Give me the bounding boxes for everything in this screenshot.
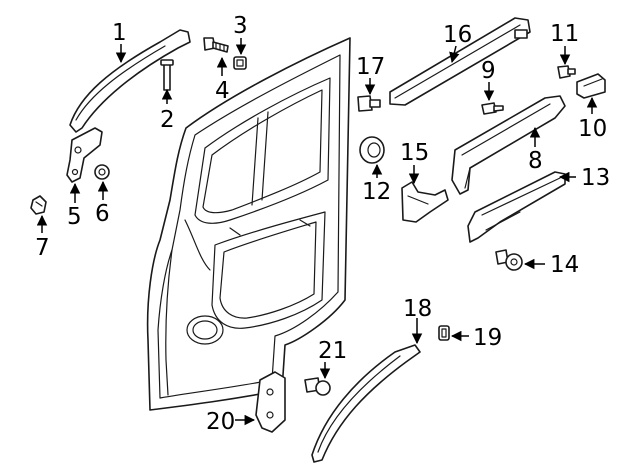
part-18-lower-track [311, 344, 421, 463]
part-21-bolt [304, 377, 331, 396]
part-13-lower-rail [467, 171, 566, 243]
callout-19: 19 [473, 325, 502, 351]
part-15-bracket [401, 181, 449, 223]
part-8-center-rail [451, 95, 566, 195]
part-14-bolt [495, 249, 523, 271]
callout-labels: 1 2 3 4 5 6 7 8 9 10 11 12 13 14 15 16 1… [35, 13, 610, 435]
callout-18: 18 [403, 296, 432, 322]
callout-8: 8 [528, 148, 543, 174]
part-20-bracket [255, 371, 286, 433]
part-12-grommet [359, 136, 385, 164]
leader-16 [449, 45, 460, 64]
callout-16: 16 [443, 22, 472, 48]
callout-5: 5 [67, 204, 82, 230]
callout-2: 2 [160, 107, 175, 133]
part-19-clip [438, 325, 450, 341]
part-2-pin [160, 59, 174, 91]
callout-11: 11 [550, 21, 579, 47]
part-7-clip [30, 195, 47, 215]
part-10-clip [576, 73, 606, 99]
callout-15: 15 [400, 140, 429, 166]
callout-4: 4 [215, 78, 230, 104]
callout-17: 17 [356, 54, 385, 80]
part-9-screw [481, 102, 504, 115]
part-4-bolt [203, 37, 229, 53]
callout-10: 10 [578, 116, 607, 142]
callout-6: 6 [95, 201, 110, 227]
part-6-nut [94, 164, 110, 180]
part-1-upper-track [69, 29, 191, 133]
part-3-clip [233, 56, 247, 70]
callout-3: 3 [233, 13, 248, 39]
callout-14: 14 [550, 252, 579, 278]
leader-lines [36, 38, 598, 426]
part-5-bracket [66, 127, 103, 183]
callout-12: 12 [362, 179, 391, 205]
callout-7: 7 [35, 235, 50, 261]
part-11-screw [557, 65, 576, 79]
callout-20: 20 [206, 409, 235, 435]
callout-21: 21 [318, 338, 347, 364]
callout-13: 13 [581, 165, 610, 191]
callout-1: 1 [112, 20, 127, 46]
part-17-bolt [357, 95, 381, 112]
sliding-door-shell [146, 37, 351, 411]
callout-9: 9 [481, 58, 496, 84]
